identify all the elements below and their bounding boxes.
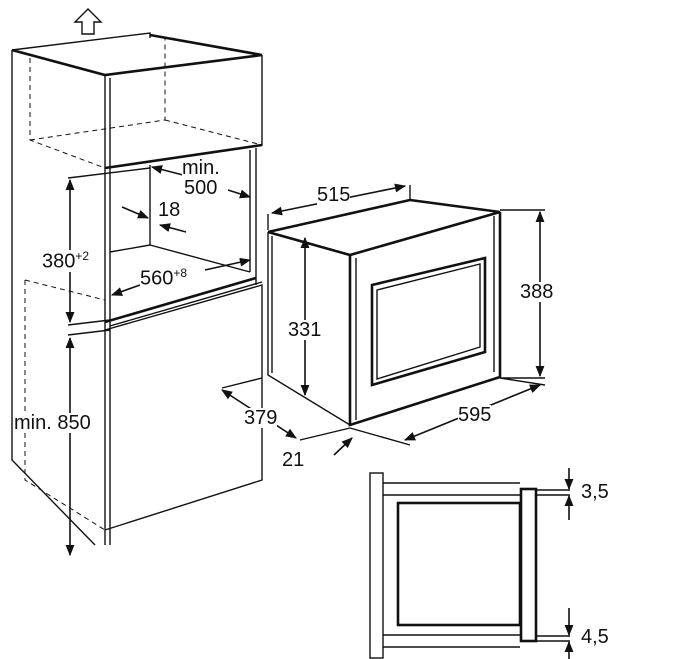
label-380-value: 380 [42, 250, 76, 273]
label-500: 500 [184, 177, 218, 199]
label-560-value: 560 [140, 267, 174, 290]
microwave [267, 198, 502, 427]
label-560-tolerance: +8 [173, 266, 188, 280]
label-595: 595 [458, 404, 492, 426]
label-380-tolerance: +2 [75, 249, 90, 263]
label-gap-bottom: 4,5 [581, 626, 609, 648]
label-21: 21 [282, 449, 305, 471]
label-min: min. [182, 157, 220, 179]
label-388: 388 [520, 281, 554, 303]
label-gap-top: 3,5 [581, 481, 609, 503]
label-min-850: min. 850 [14, 412, 91, 434]
section-detail [369, 468, 574, 659]
cabinet [11, 32, 263, 546]
label-379: 379 [244, 407, 278, 429]
label-380: 380+2 [42, 249, 90, 273]
label-515: 515 [317, 184, 351, 206]
ventilation-up-arrow-icon [73, 8, 103, 35]
label-560: 560+8 [140, 266, 188, 290]
label-331: 331 [288, 319, 322, 341]
label-18: 18 [158, 199, 181, 221]
